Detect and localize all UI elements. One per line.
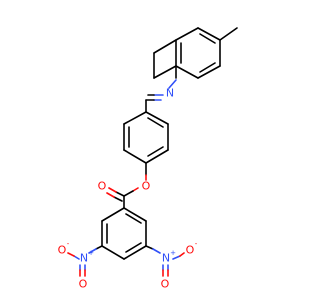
bond [67, 252, 75, 257]
bond [108, 187, 117, 193]
bond [153, 39, 177, 54]
bond [101, 207, 125, 222]
left-nitro-oxygen-double-label: O [79, 278, 88, 291]
carbonyl-oxygen-label: O [98, 180, 107, 193]
bond [175, 65, 199, 79]
ester-oxygen-label: O [142, 180, 151, 193]
bond [168, 79, 177, 89]
bond [123, 190, 134, 197]
bond [123, 111, 147, 125]
bond [145, 149, 169, 164]
bond [123, 245, 147, 260]
bond [125, 242, 142, 253]
bond [123, 207, 147, 222]
bond [153, 65, 177, 79]
right-nitro-nitrogen-charge: + [170, 249, 176, 257]
bond [115, 191, 125, 197]
bond [179, 252, 185, 257]
bond [101, 245, 125, 260]
bond [199, 33, 216, 44]
right-nitro-oxygen-double-label: O [161, 278, 170, 291]
bond [132, 187, 139, 192]
molecule-structure-diagram: N O O N + O - O N + O - O [58, 27, 238, 291]
right-nitro-nitrogen-label: N [162, 252, 170, 265]
bonds [67, 27, 238, 277]
bond [106, 192, 115, 198]
bond [147, 117, 164, 128]
bond [145, 111, 169, 125]
left-nitro-nitrogen-charge: + [88, 249, 94, 257]
bond [199, 62, 216, 73]
bond [175, 27, 199, 41]
bond [147, 146, 164, 157]
bond [197, 65, 221, 79]
atom-labels: N O O N + O - O N + O - O [58, 87, 198, 291]
right-nitro-oxygen-single-charge: - [195, 240, 198, 248]
right-nitro-oxygen-single-label: O [186, 244, 195, 257]
left-nitro-oxygen-single-charge: - [67, 240, 70, 248]
bond [152, 248, 161, 254]
bond [88, 248, 97, 254]
bond [73, 255, 80, 260]
bond [172, 255, 181, 260]
imine-nitrogen-label: N [166, 87, 174, 100]
left-nitro-nitrogen-label: N [80, 252, 88, 265]
bond [145, 245, 154, 250]
bond [95, 245, 103, 250]
bond [113, 196, 123, 202]
bond [219, 27, 238, 41]
bond [125, 213, 142, 224]
bond [197, 27, 221, 41]
bond [123, 149, 147, 164]
left-nitro-oxygen-single-label: O [58, 244, 67, 257]
